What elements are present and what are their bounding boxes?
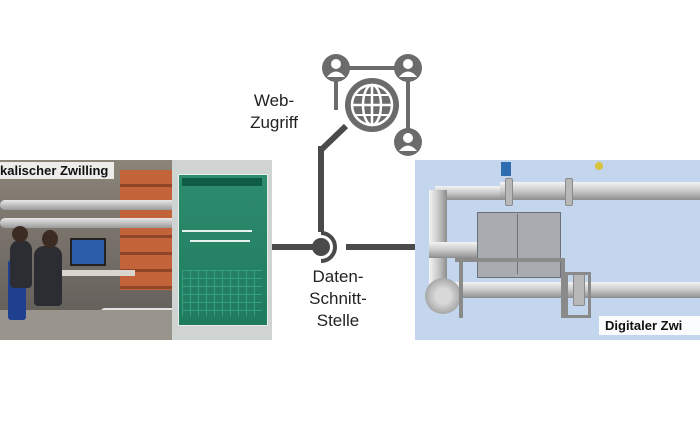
interface-node-icon [312,231,337,263]
connector-diagonal [318,123,349,153]
digital-twin-label: Digitaler Zwi [599,316,700,335]
data-interface-line1: Daten- [312,267,364,286]
connector-vertical [318,146,324,232]
physical-twin-label: kalischer Zwilling [0,162,115,179]
physical-twin-photo [0,160,272,340]
connector-left [272,244,316,250]
web-access-line1: Web- [253,91,295,110]
digital-twin-render [415,160,700,340]
data-interface-label: Daten- Schnitt- Stelle [300,266,376,332]
globe-with-users-icon [322,54,422,156]
data-interface-line3: Stelle [316,311,360,330]
web-access-label: Web- Zugriff [236,90,312,134]
connector-right [346,244,415,250]
web-access-line2: Zugriff [250,113,298,132]
data-interface-line2: Schnitt- [309,289,367,308]
